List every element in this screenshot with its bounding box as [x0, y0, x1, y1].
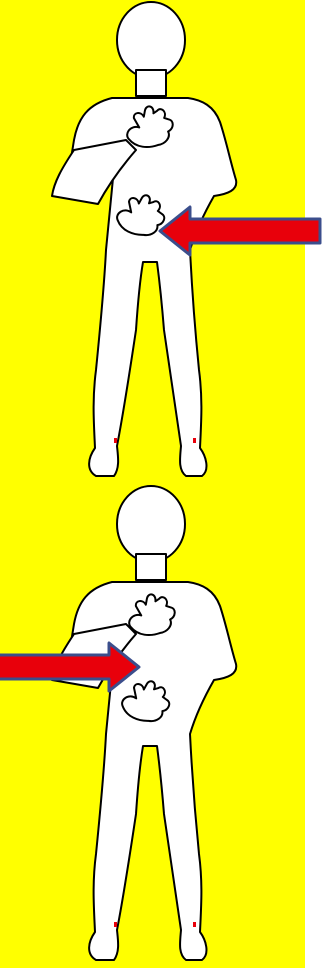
panel-bottom [0, 484, 324, 968]
panel-bottom-diagram [0, 484, 324, 968]
panel-top [0, 0, 324, 484]
panel-top-diagram [0, 0, 324, 484]
